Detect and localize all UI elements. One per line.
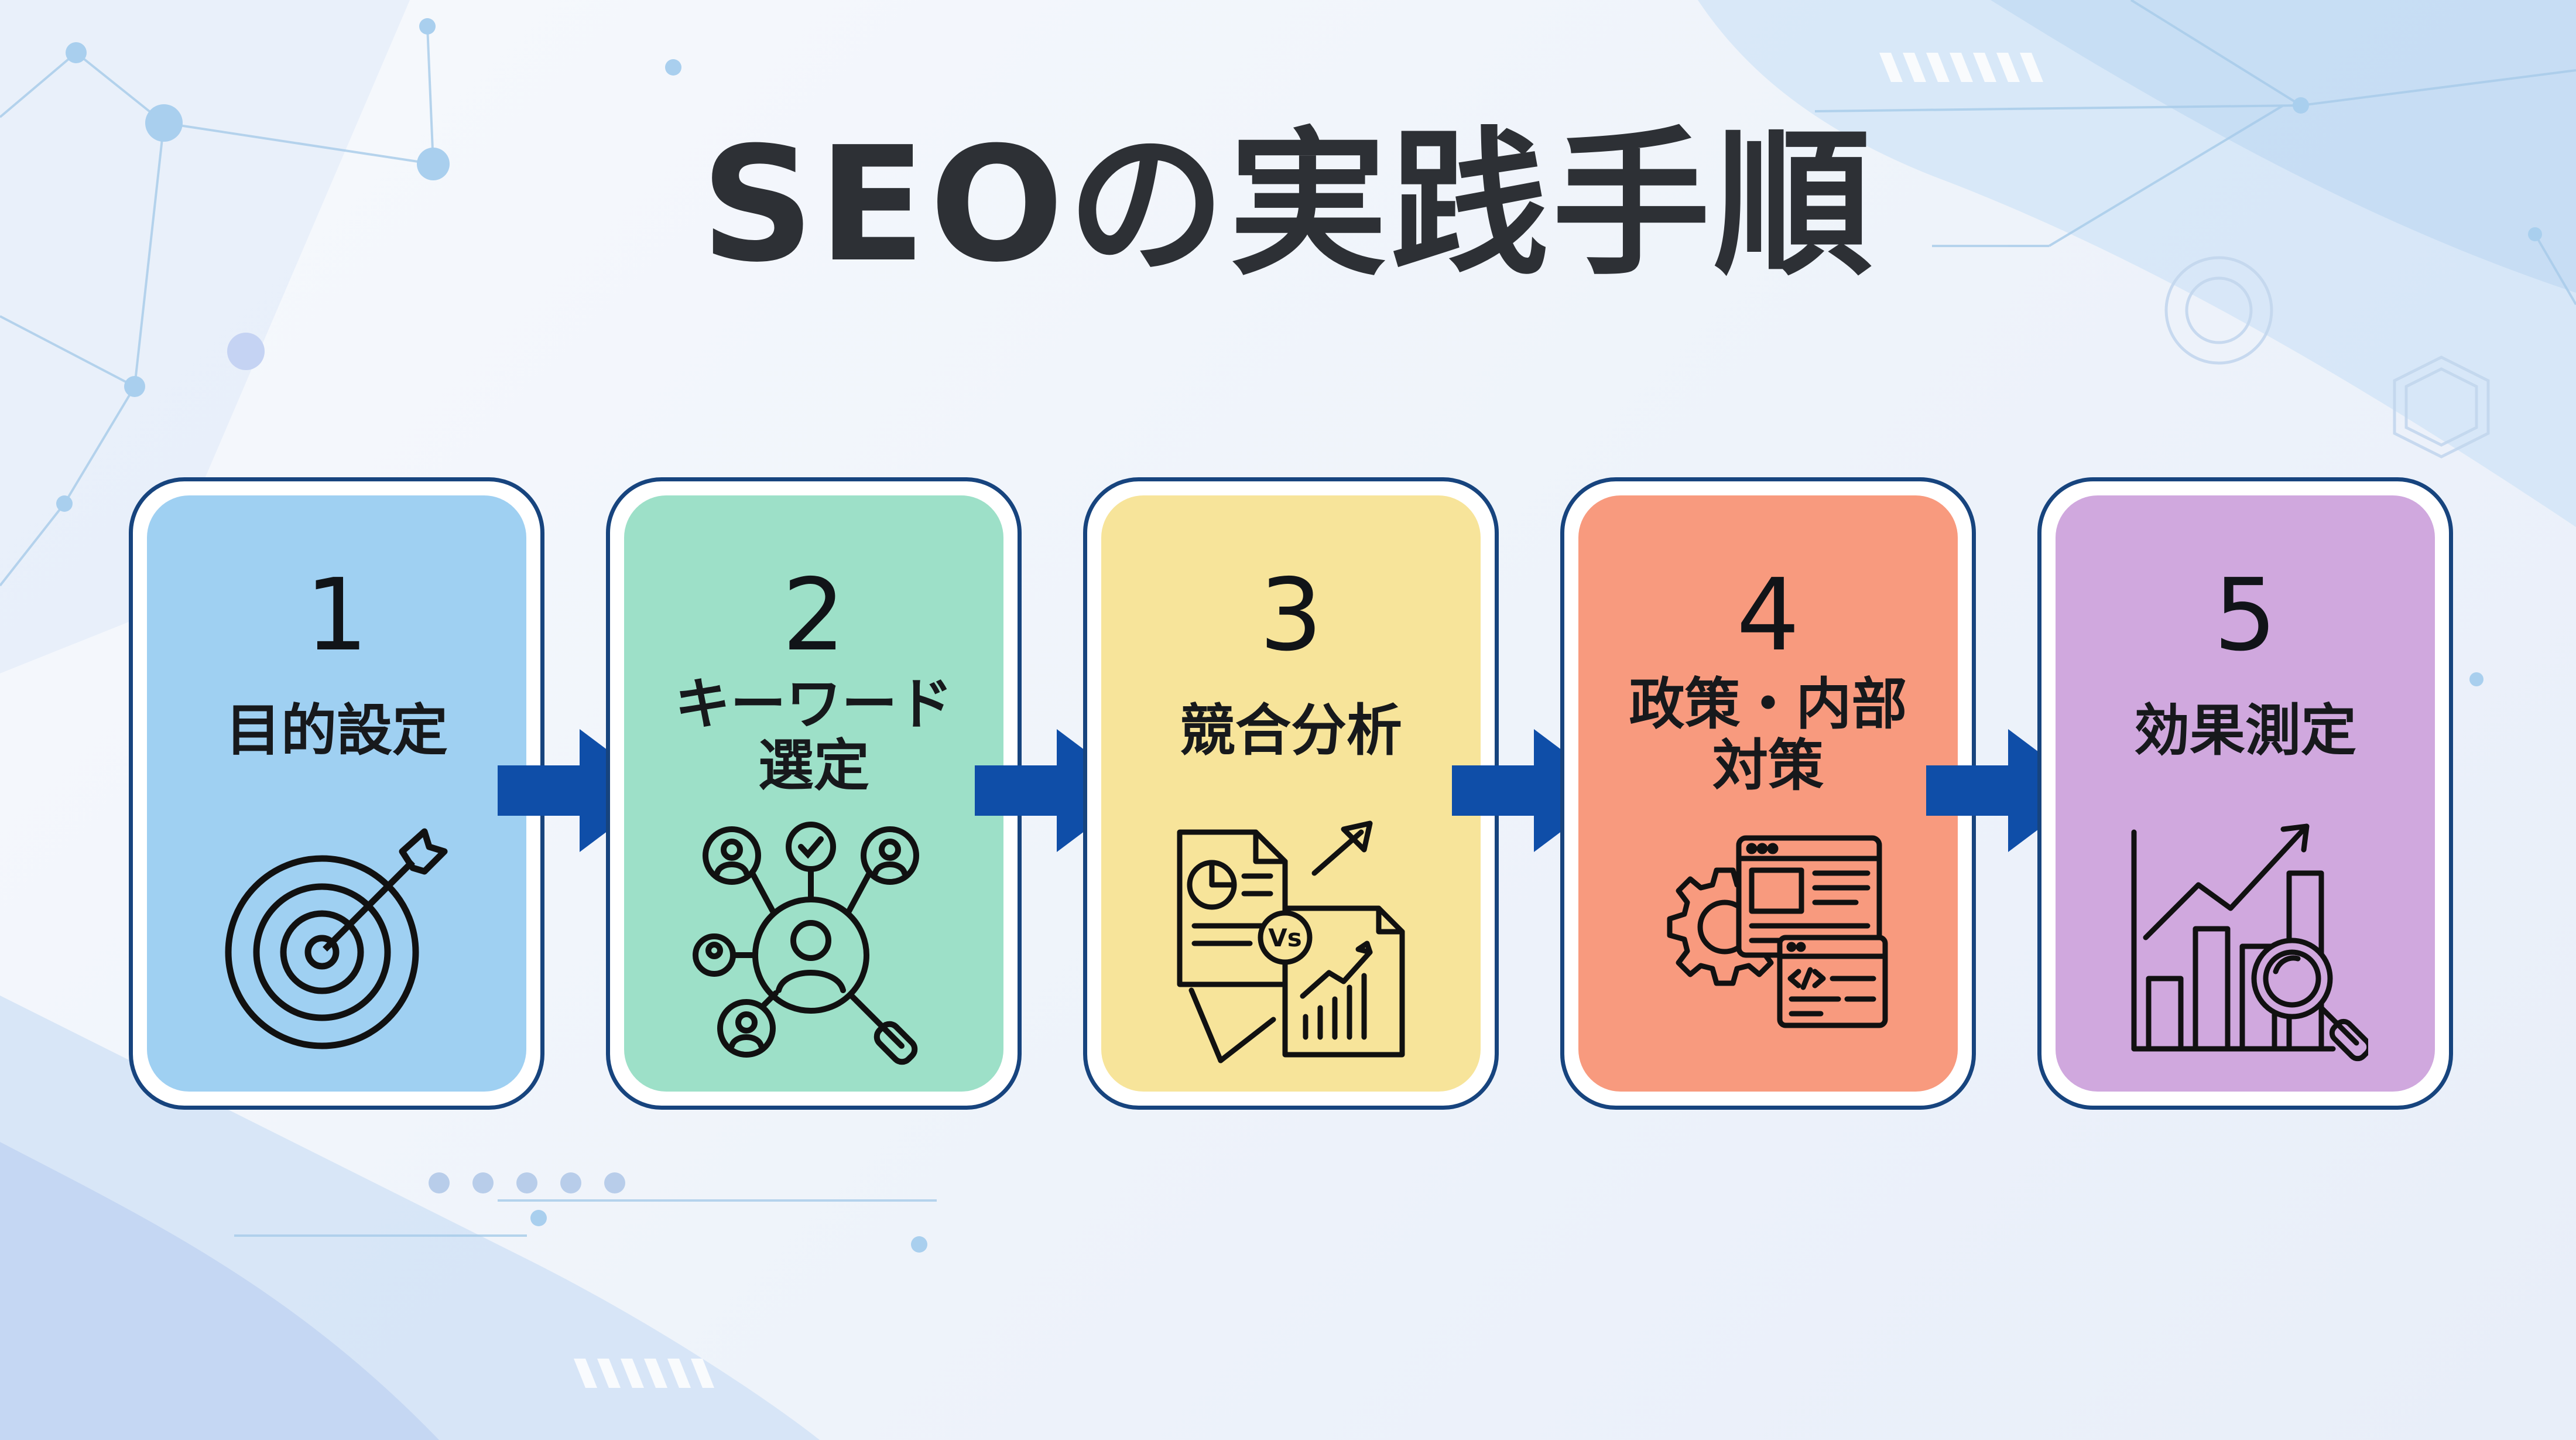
step-label-4-line-2: 対策	[1712, 733, 1824, 798]
step-label-5: 効果測定	[2056, 700, 2435, 762]
step-number-5: 5	[2213, 557, 2277, 673]
step-label-3-line-1: 競合分析	[1179, 699, 1402, 763]
step-card-2-fill: 2 キーワード 選定	[624, 495, 1003, 1092]
step-label-2: キーワード 選定	[624, 674, 1003, 796]
step-card-4-fill: 4 政策・内部 対策	[1578, 495, 1958, 1092]
step-label-1-line-1: 目的設定	[225, 699, 448, 763]
step-card-1-fill: 1 目的設定	[147, 495, 526, 1092]
step-label-2-line-1: キーワード	[674, 672, 953, 737]
step-label-5-line-1: 効果測定	[2133, 699, 2356, 763]
step-card-2: 2 キーワード 選定	[606, 477, 1022, 1110]
svg-text:Vs: Vs	[1268, 923, 1302, 952]
step-card-5: 5 効果測定	[2037, 477, 2453, 1110]
step-label-4: 政策・内部 対策	[1578, 674, 1958, 796]
step-label-4-line-1: 政策・内部	[1629, 672, 1907, 737]
target-icon	[225, 828, 448, 1049]
page-title: SEOの実践手順	[700, 112, 1876, 297]
growth-chart-icon	[2131, 823, 2368, 1062]
step-number-1: 1	[304, 557, 369, 673]
step-label-2-line-2: 選定	[758, 733, 869, 798]
step-number-3: 3	[1259, 557, 1323, 673]
step-card-5-fill: 5 効果測定	[2056, 495, 2435, 1092]
step-number-2: 2	[782, 557, 846, 673]
website-settings-icon	[1667, 835, 1888, 1028]
step-number-4: 4	[1736, 557, 1800, 673]
keyword-search-icon	[693, 822, 919, 1065]
step-card-1: 1 目的設定	[129, 477, 544, 1110]
step-label-1: 目的設定	[147, 700, 526, 762]
step-card-3: 3 競合分析	[1083, 477, 1499, 1110]
step-card-4: 4 政策・内部 対策	[1560, 477, 1976, 1110]
step-label-3: 競合分析	[1101, 700, 1481, 762]
competitor-analysis-icon: Vs	[1177, 820, 1405, 1063]
step-card-3-fill: 3 競合分析	[1101, 495, 1481, 1092]
